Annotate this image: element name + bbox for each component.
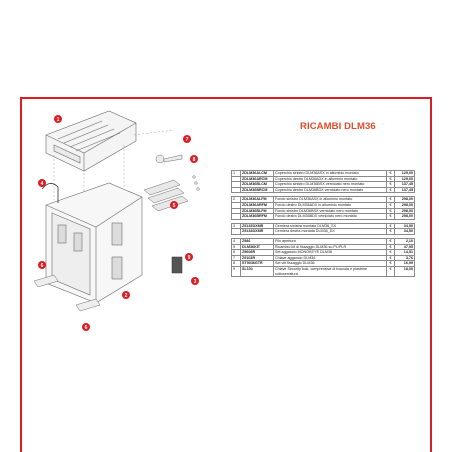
part-price: 18,00	[394, 265, 415, 278]
part-description: Chiave Security lock, comprensiva di boc…	[273, 265, 387, 278]
wire-drawing	[41, 183, 59, 203]
callout-1: 1	[54, 115, 62, 123]
callout-8: 8	[190, 155, 198, 163]
svg-text:1: 1	[57, 117, 60, 123]
callout-3: 3	[191, 277, 199, 285]
currency: €	[386, 265, 395, 278]
exploded-parts-diagram: 1 2 3 4 5 6 6 7 8 9	[33, 110, 200, 331]
callout-2: 2	[122, 291, 130, 299]
callout-6a: 6	[38, 261, 46, 269]
callout-5: 5	[170, 201, 178, 209]
page-frame	[20, 97, 432, 452]
callout-9: 9	[185, 253, 193, 261]
guide-lines	[53, 129, 175, 201]
svg-text:3: 3	[194, 279, 197, 285]
svg-text:5: 5	[173, 203, 176, 209]
mounting-kit-drawing	[143, 175, 200, 212]
callout-7: 7	[183, 135, 191, 143]
hook-drawing	[33, 274, 101, 312]
callout-4: 4	[38, 179, 46, 187]
case-body-drawing	[45, 182, 143, 304]
svg-text:2: 2	[125, 293, 128, 299]
row-spacer	[231, 192, 415, 198]
svg-text:8: 8	[193, 157, 196, 163]
callout-6b: 6	[82, 323, 90, 331]
part-price: 3,76	[394, 254, 415, 262]
svg-text:6: 6	[85, 325, 88, 331]
row-spacer	[231, 218, 415, 224]
key-drawing	[155, 154, 183, 164]
lid-drawing	[45, 110, 137, 172]
part-code: SL101	[240, 265, 274, 278]
part-number: 9	[231, 265, 241, 278]
row-spacer	[231, 233, 415, 239]
page-title: RICAMBI DLM36	[300, 121, 376, 132]
svg-text:7: 7	[186, 137, 189, 143]
svg-text:9: 9	[188, 255, 191, 261]
hinge-drawing	[171, 256, 183, 274]
callout-markers: 1 2 3 4 5 6 6 7 8 9	[38, 115, 199, 331]
svg-text:6: 6	[41, 263, 44, 269]
svg-text:4: 4	[41, 181, 44, 187]
